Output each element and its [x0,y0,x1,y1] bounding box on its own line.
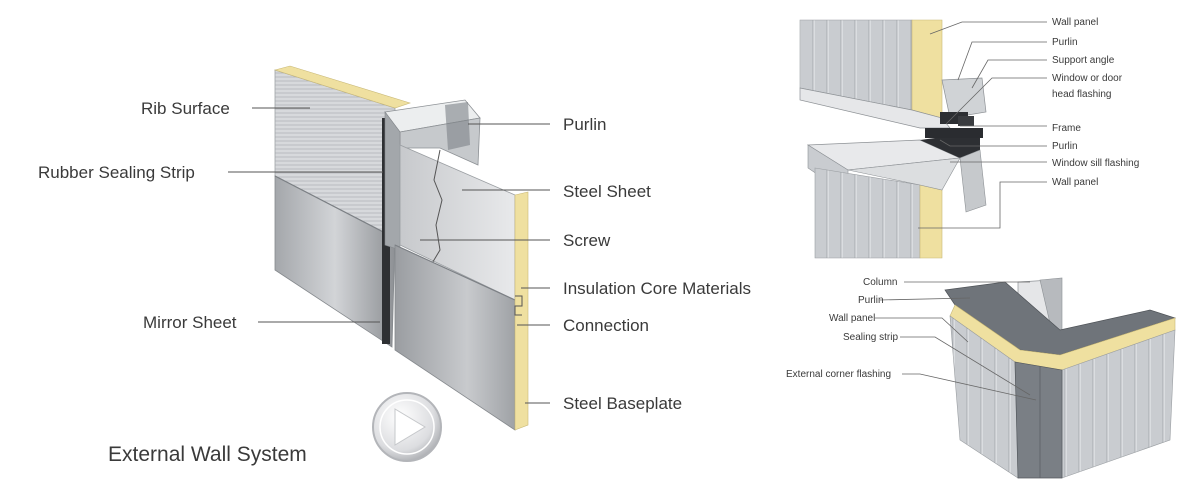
label-sealing-strip: Sealing strip [843,332,898,343]
label-connection: Connection [563,316,649,335]
connection-joint [514,295,523,316]
window-detail-diagram: Wall panel Purlin Support angle Window o… [799,17,1139,259]
label-purlin: Purlin [563,115,606,134]
label-mirror-sheet: Mirror Sheet [143,313,237,332]
corner-detail-diagram: Column Purlin Wall panel Sealing strip E… [786,277,1177,479]
label-purlin-top: Purlin [1052,37,1078,48]
label-wall-panel-top: Wall panel [1052,17,1098,28]
left-wall-diagram: Rib Surface Rubber Sealing Strip Mirror … [38,65,751,466]
label-rib-surface: Rib Surface [141,99,230,118]
label-screw: Screw [563,231,611,250]
label-column: Column [863,277,897,288]
label-external-corner-flashing: External corner flashing [786,369,891,380]
label-steel-sheet: Steel Sheet [563,182,651,201]
label-insulation-core: Insulation Core Materials [563,279,751,298]
label-support-angle: Support angle [1052,55,1115,66]
label-purlin-mid: Purlin [1052,141,1078,152]
label-head-flashing-2: head flashing [1052,89,1112,100]
label-steel-baseplate: Steel Baseplate [563,394,682,413]
label-head-flashing-1: Window or door [1052,73,1123,84]
label-rubber-sealing-strip: Rubber Sealing Strip [38,163,195,182]
label-wall-panel-corner: Wall panel [829,313,875,324]
label-purlin-corner: Purlin [858,295,884,306]
label-wall-panel-bottom: Wall panel [1052,177,1098,188]
insulation-core-edge [514,191,529,431]
insulation-top-edge [273,65,411,109]
diagram-title: External Wall System [108,443,307,466]
label-window-sill-flashing: Window sill flashing [1052,158,1139,169]
play-icon[interactable] [372,392,442,462]
label-frame: Frame [1052,123,1081,134]
